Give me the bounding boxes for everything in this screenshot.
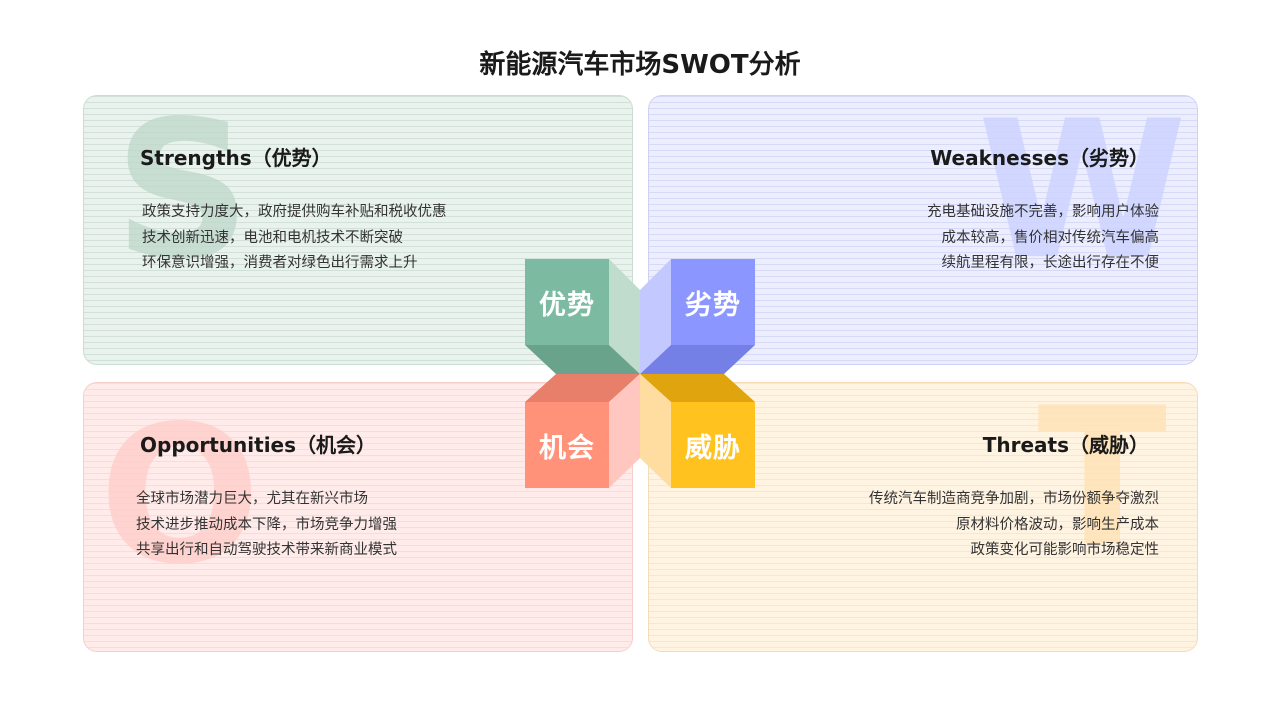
list-item: 政策支持力度大，政府提供购车补贴和税收优惠 [142, 204, 447, 220]
weakness-tag: 劣势 [685, 289, 741, 321]
strengths-watermark-letter: S [114, 95, 251, 301]
list-item: 续航里程有限，长途出行存在不便 [941, 255, 1160, 271]
list-item: 成本较高，售价相对传统汽车偏高 [941, 229, 1160, 246]
opportunities-list: 全球市场潜力巨大，尤其在新兴市场 技术进步推动成本下降，市场竞争力增强 共享出行… [136, 487, 397, 564]
list-item: 技术进步推动成本下降，市场竞争力增强 [136, 516, 397, 533]
list-item: 全球市场潜力巨大，尤其在新兴市场 [136, 491, 368, 507]
threats-list: 传统汽车制造商竞争加剧，市场份额争夺激烈 原材料价格波动，影响生产成本 政策变化… [869, 487, 1159, 564]
list-item: 共享出行和自动驾驶技术带来新商业模式 [136, 542, 397, 558]
weaknesses-list: 充电基础设施不完善，影响用户体验 成本较高，售价相对传统汽车偏高 续航里程有限，… [927, 200, 1159, 277]
strengths-heading: Strengths（优势） [140, 146, 332, 170]
strength-tag: 优势 [539, 289, 595, 321]
page-title: 新能源汽车市场SWOT分析 [479, 50, 801, 80]
threats-heading: Threats（威胁） [982, 433, 1149, 457]
list-item: 原材料价格波动，影响生产成本 [956, 516, 1159, 533]
list-item: 政策变化可能影响市场稳定性 [970, 542, 1160, 558]
weaknesses-panel: W Weaknesses（劣势） 充电基础设施不完善，影响用户体验 成本较高，售… [648, 95, 1198, 365]
opportunities-watermark-letter: O [99, 385, 261, 606]
list-item: 传统汽车制造商竞争加剧，市场份额争夺激烈 [869, 491, 1159, 507]
threat-tag: 威胁 [685, 432, 741, 464]
weaknesses-watermark-letter: W [977, 95, 1187, 301]
list-item: 环保意识增强，消费者对绿色出行需求上升 [142, 255, 418, 271]
list-item: 技术创新迅速，电池和电机技术不断突破 [142, 229, 403, 246]
threats-watermark-letter: T [1037, 382, 1167, 588]
strengths-list: 政策支持力度大，政府提供购车补贴和税收优惠 技术创新迅速，电池和电机技术不断突破… [142, 200, 447, 277]
list-item: 充电基础设施不完善，影响用户体验 [927, 204, 1159, 220]
opportunity-tag: 机会 [539, 432, 595, 464]
strengths-panel: S Strengths（优势） 政策支持力度大，政府提供购车补贴和税收优惠 技术… [83, 95, 633, 365]
weaknesses-heading: Weaknesses（劣势） [930, 146, 1149, 170]
opportunities-heading: Opportunities（机会） [140, 433, 377, 457]
